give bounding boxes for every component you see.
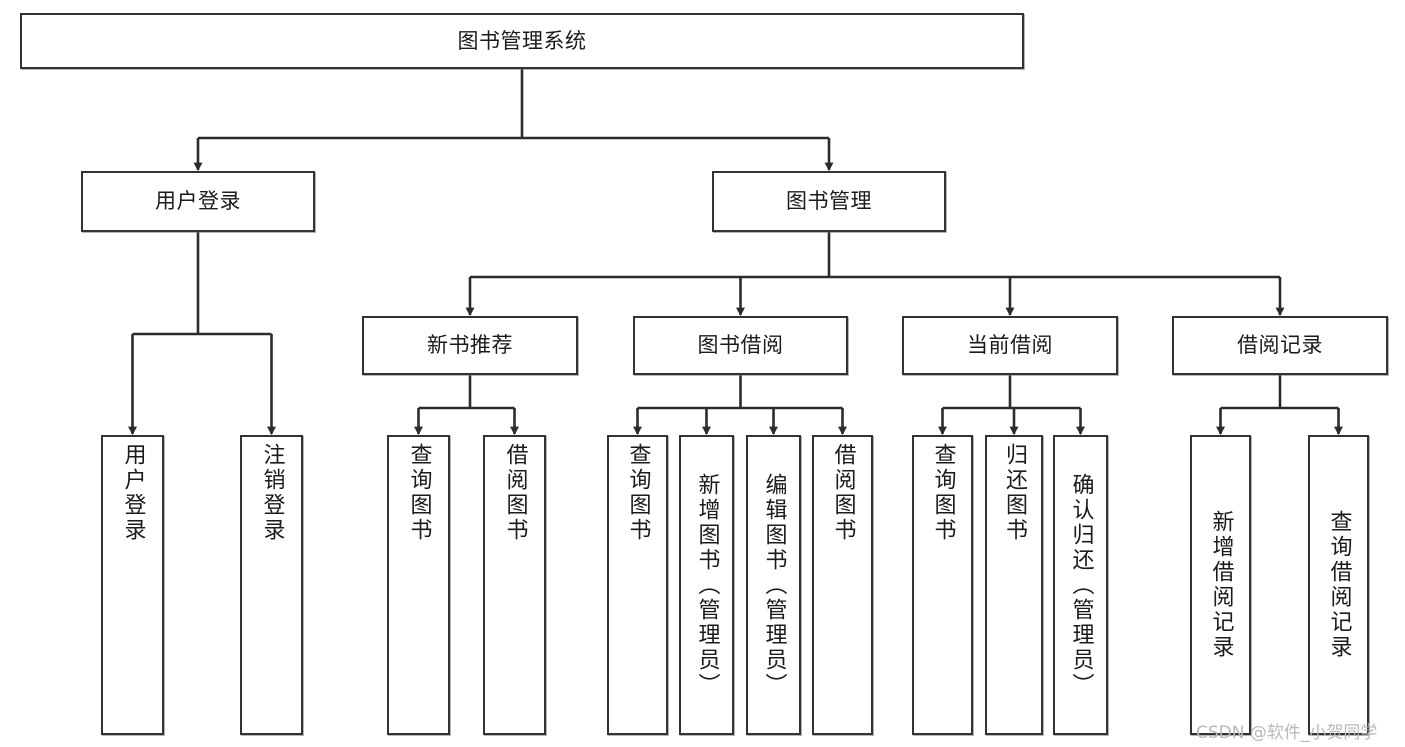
node-label: 注销登录	[259, 443, 285, 543]
node-label: 图书借阅	[697, 333, 784, 358]
node-label: 借阅图书	[830, 443, 856, 543]
node-label: 新增图书（管理员）	[694, 472, 720, 698]
node-label: 编辑图书（管理员）	[761, 472, 787, 698]
leaf-confirm-return-admin[interactable]: 确认归还（管理员）	[1053, 435, 1108, 735]
leaf-user-login[interactable]: 用户登录	[101, 435, 164, 735]
node-book-borrow[interactable]: 图书借阅	[633, 316, 848, 375]
leaf-query-book-1[interactable]: 查询图书	[387, 435, 450, 735]
node-current-borrow[interactable]: 当前借阅	[902, 316, 1118, 375]
node-user-login[interactable]: 用户登录	[81, 171, 315, 232]
leaf-query-book-3[interactable]: 查询图书	[912, 435, 973, 735]
leaf-add-book-admin[interactable]: 新增图书（管理员）	[679, 435, 734, 735]
node-new-book-recommend[interactable]: 新书推荐	[362, 316, 578, 375]
leaf-logout[interactable]: 注销登录	[240, 435, 303, 735]
node-label: 用户登录	[120, 443, 146, 543]
leaf-borrow-book-2[interactable]: 借阅图书	[812, 435, 873, 735]
leaf-add-borrow-record[interactable]: 新增借阅记录	[1190, 435, 1251, 735]
node-label: 归还图书	[1002, 443, 1027, 543]
node-label: 借阅图书	[502, 443, 528, 543]
node-label: 查询图书	[930, 443, 956, 543]
node-label: 当前借阅	[967, 333, 1053, 358]
node-label: 确认归还（管理员）	[1068, 472, 1094, 698]
node-label: 用户登录	[155, 189, 241, 214]
node-label: 图书管理	[786, 189, 872, 214]
node-label: 新增借阅记录	[1208, 510, 1234, 660]
node-label: 借阅记录	[1237, 333, 1323, 358]
leaf-query-borrow-record[interactable]: 查询借阅记录	[1308, 435, 1369, 735]
leaf-borrow-book-1[interactable]: 借阅图书	[483, 435, 546, 735]
leaf-return-book[interactable]: 归还图书	[985, 435, 1043, 735]
leaf-query-book-2[interactable]: 查询图书	[607, 435, 668, 735]
node-label: 查询借阅记录	[1326, 510, 1352, 660]
node-book-management[interactable]: 图书管理	[712, 171, 946, 232]
node-label: 图书管理系统	[457, 28, 587, 53]
node-borrow-records[interactable]: 借阅记录	[1172, 316, 1388, 375]
node-label: 查询图书	[625, 443, 651, 543]
node-label: 查询图书	[406, 443, 432, 543]
node-root-system[interactable]: 图书管理系统	[20, 13, 1024, 69]
leaf-edit-book-admin[interactable]: 编辑图书（管理员）	[746, 435, 801, 735]
node-label: 新书推荐	[427, 333, 513, 358]
